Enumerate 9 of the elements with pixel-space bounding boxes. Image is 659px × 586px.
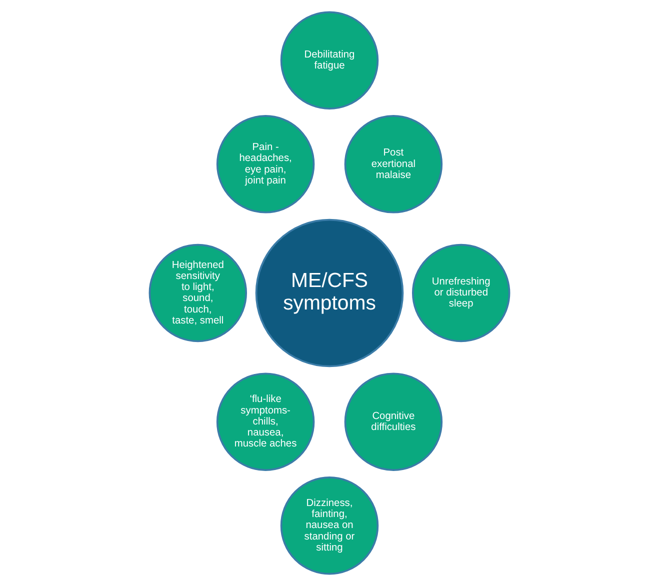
node-circle: Unrefreshing or disturbed sleep [412, 244, 510, 342]
node-circle: Cognitive difficulties [344, 372, 443, 471]
node-circle: Pain - headaches, eye pain, joint pain [216, 115, 315, 214]
node-circle: Dizziness, fainting, nausea on standing or sitting [280, 476, 379, 575]
node-circle: Heightened sensitivity to light, sound, touch, taste, smell [148, 244, 248, 342]
node-circle: Debilitating fatigue [280, 11, 379, 110]
node-circle: ‘flu-like symptoms- chills, nausea, muscle aches [216, 372, 315, 471]
node-circle: ME/CFS symptoms [255, 218, 404, 368]
node-circle: Post exertional malaise [344, 115, 443, 214]
